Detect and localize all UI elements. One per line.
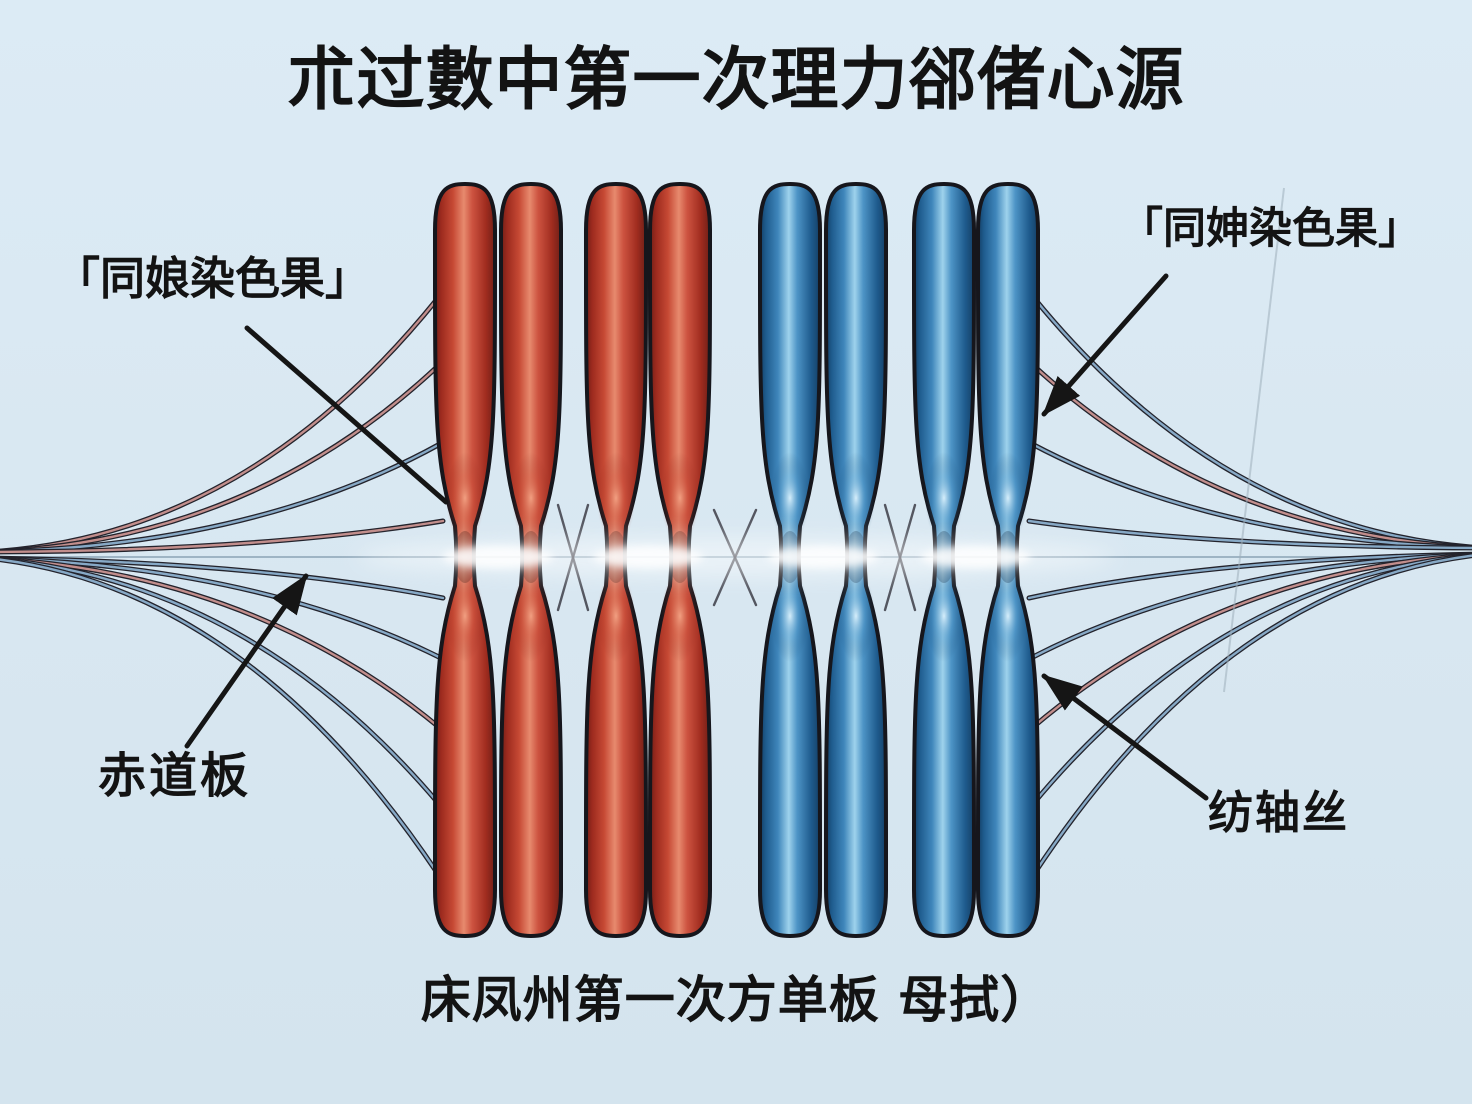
equator-glow xyxy=(356,537,1116,577)
equator-plate-arrow xyxy=(184,573,309,749)
label-equatorial-plate: 赤道板 xyxy=(98,748,252,804)
annotation-arrows xyxy=(184,273,1209,801)
label-left-homologous-chromosome: 「同娘染色果」 xyxy=(55,252,371,305)
faint-stray-line xyxy=(1223,187,1285,693)
spindle-fibers-left xyxy=(0,295,446,877)
right-homolog-pointer-line xyxy=(1041,273,1169,417)
diagram-title: 朮过數中第一次理力郤偖心源 xyxy=(287,41,1185,120)
label-spindle-fiber: 纺轴丝 xyxy=(1208,786,1350,839)
diagram-caption: 床凤州第一次方单板 母拭） xyxy=(420,971,1052,1029)
label-right-homologous-chromosome: 「同妽染色果」 xyxy=(1120,204,1421,254)
spindle-fiber-arrow xyxy=(1041,673,1209,801)
left-homolog-pointer-line xyxy=(244,325,449,505)
